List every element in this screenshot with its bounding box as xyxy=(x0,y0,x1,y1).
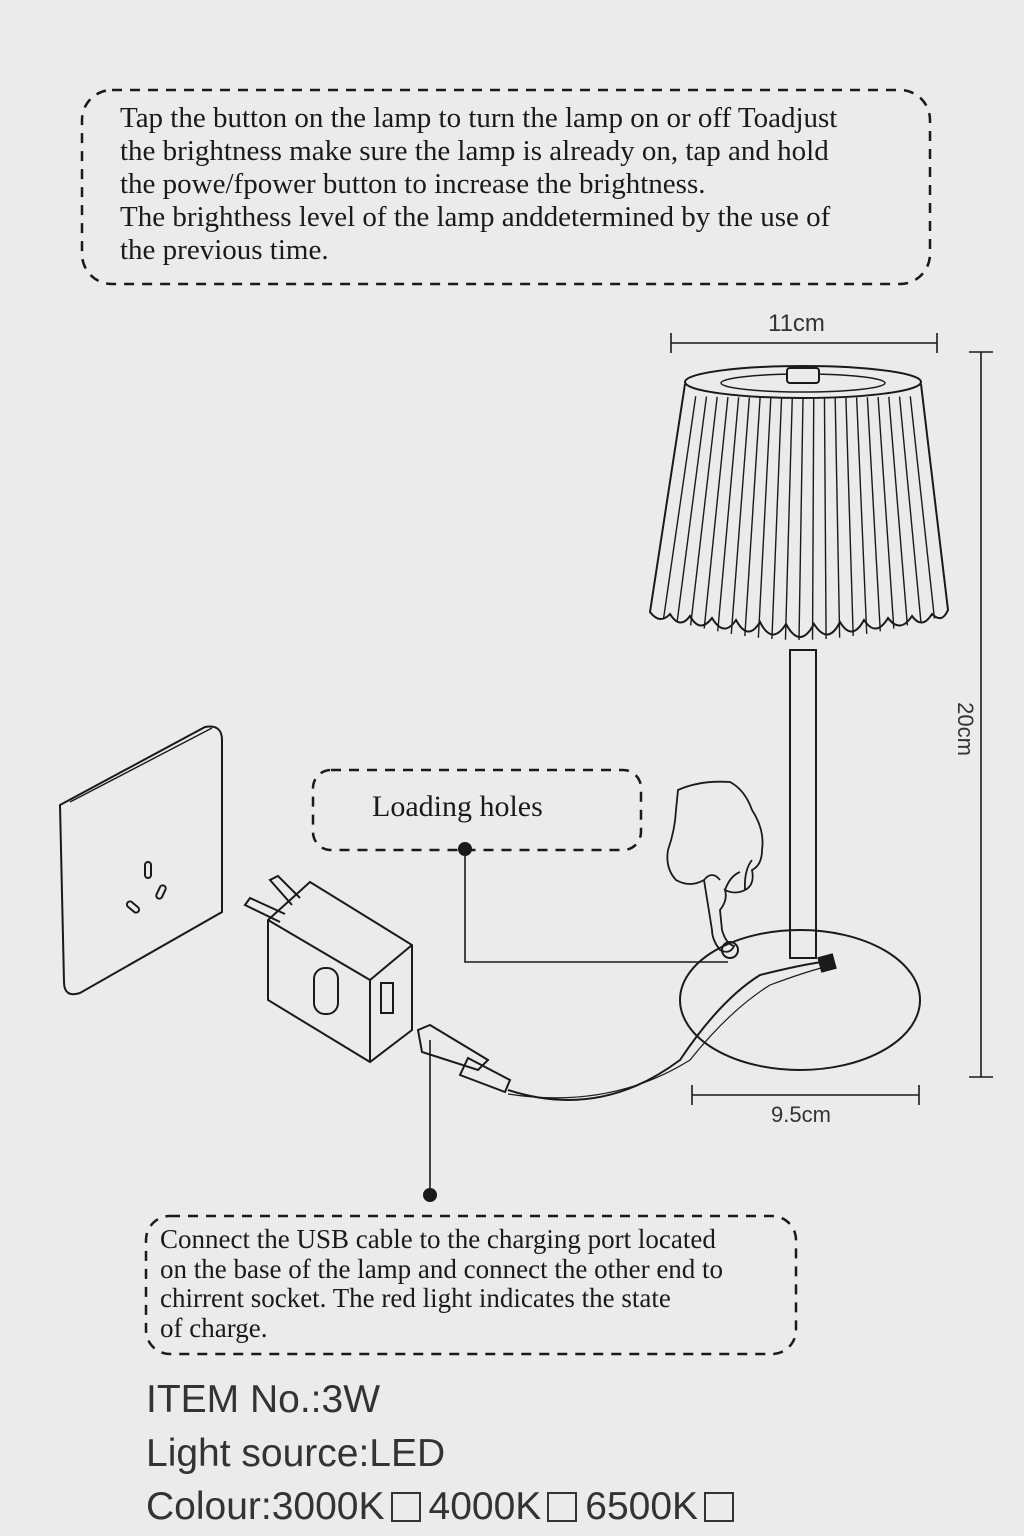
shade-pleat xyxy=(662,396,697,619)
shade-pleat xyxy=(730,397,751,634)
shade-pleat xyxy=(676,396,708,623)
shade-pleat xyxy=(845,397,854,637)
shade-pleat xyxy=(834,397,841,638)
dimension-lines xyxy=(670,333,993,1105)
item-number: ITEM No.:3W xyxy=(146,1378,381,1421)
hand-icon xyxy=(666,780,764,953)
shade-pleat xyxy=(744,397,761,637)
base-width-label: 9.5cm xyxy=(771,1102,831,1127)
light-source: Light source:LED xyxy=(146,1432,446,1475)
usb-charger xyxy=(243,874,413,1064)
shade-pleat xyxy=(703,397,729,629)
loading-holes-label: Loading holes xyxy=(372,790,543,823)
shade-pleat xyxy=(771,397,783,640)
lamp-stem xyxy=(789,649,817,959)
shade-pleat xyxy=(811,397,815,640)
shade-width-label: 11cm xyxy=(768,310,825,337)
colour-4000k: 4000K xyxy=(428,1485,542,1528)
shade-pleat xyxy=(877,397,895,629)
height-label: 20cm xyxy=(952,702,978,756)
shade-pleat xyxy=(898,396,922,623)
shade-pleat xyxy=(888,396,909,626)
checkbox-3000k xyxy=(390,1492,421,1522)
checkbox-4000k xyxy=(547,1492,578,1522)
shade-pleat xyxy=(909,396,936,619)
instructions-top: Tap the button on the lamp to turn the l… xyxy=(120,102,838,266)
colour-label: Colour: xyxy=(146,1485,272,1528)
shade-pleat xyxy=(757,397,772,638)
wall-socket xyxy=(58,725,223,996)
shade-pleat xyxy=(823,397,827,639)
colour-options: Colour:3000K 4000K 6500K xyxy=(146,1485,742,1529)
top-note-frame xyxy=(80,88,932,286)
colour-3000k: 3000K xyxy=(271,1485,385,1528)
shade-pleat xyxy=(866,397,881,632)
shade-pleat xyxy=(717,397,740,632)
shade-pleat xyxy=(689,396,718,626)
colour-6500k: 6500K xyxy=(585,1485,699,1528)
loading-holes-frame xyxy=(311,768,643,852)
shade-pleat xyxy=(798,397,804,641)
callout-line xyxy=(464,849,728,963)
instructions-bottom: Connect the USB cable to the charging po… xyxy=(160,1224,724,1343)
lamp-base xyxy=(679,929,921,1071)
power-button xyxy=(786,367,820,384)
shade-pleat xyxy=(855,397,868,634)
checkbox-6500k xyxy=(704,1492,735,1522)
usb-cable xyxy=(416,961,826,1101)
shade-pleat xyxy=(784,397,793,640)
bottom-note-frame xyxy=(144,1214,798,1356)
lamp-shade xyxy=(648,365,950,641)
